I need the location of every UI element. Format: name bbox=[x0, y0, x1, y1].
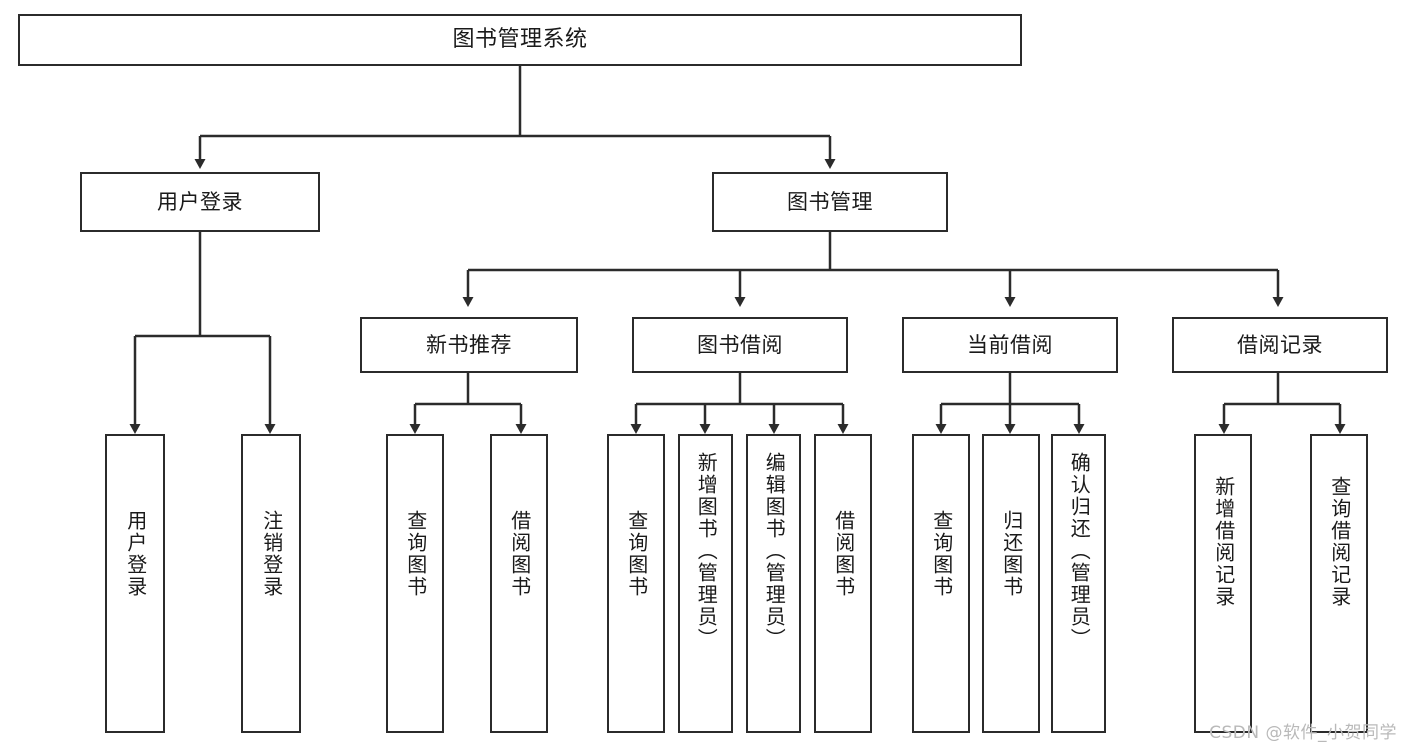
node-label: 归还图书 bbox=[999, 510, 1024, 598]
node-leaf-query-borrow-record[interactable]: 查询借阅记录 bbox=[1310, 434, 1368, 733]
node-leaf-return-book[interactable]: 归还图书 bbox=[982, 434, 1040, 733]
watermark-text: CSDN @软件_小贺同学 bbox=[1209, 723, 1397, 743]
node-leaf-query-book-recommend[interactable]: 查询图书 bbox=[386, 434, 444, 733]
node-label: 借阅图书 bbox=[831, 510, 856, 598]
node-leaf-logout[interactable]: 注销登录 bbox=[241, 434, 301, 733]
node-borrow-record[interactable]: 借阅记录 bbox=[1172, 317, 1388, 373]
node-label: 借阅记录 bbox=[1237, 332, 1323, 357]
node-label: 图书管理系统 bbox=[452, 27, 588, 53]
node-label: 图书借阅 bbox=[697, 332, 783, 357]
node-label: 当前借阅 bbox=[967, 332, 1053, 357]
node-label: 查询图书 bbox=[929, 510, 954, 598]
node-leaf-add-borrow-record[interactable]: 新增借阅记录 bbox=[1194, 434, 1252, 733]
node-current-borrow[interactable]: 当前借阅 bbox=[902, 317, 1118, 373]
node-label: 新增图书（管理员） bbox=[694, 452, 719, 650]
node-book-management[interactable]: 图书管理 bbox=[712, 172, 948, 232]
node-label: 新增借阅记录 bbox=[1211, 476, 1236, 608]
node-leaf-borrow-book[interactable]: 借阅图书 bbox=[814, 434, 872, 733]
node-label: 查询图书 bbox=[403, 510, 428, 598]
node-label: 图书管理 bbox=[787, 189, 873, 214]
node-label: 用户登录 bbox=[123, 510, 148, 598]
node-leaf-add-book-admin[interactable]: 新增图书（管理员） bbox=[678, 434, 733, 733]
node-label: 注销登录 bbox=[259, 510, 284, 598]
node-label: 编辑图书（管理员） bbox=[762, 452, 787, 650]
node-leaf-query-book-borrow[interactable]: 查询图书 bbox=[607, 434, 665, 733]
node-leaf-confirm-return-admin[interactable]: 确认归还（管理员） bbox=[1051, 434, 1106, 733]
node-label: 借阅图书 bbox=[507, 510, 532, 598]
node-leaf-user-login[interactable]: 用户登录 bbox=[105, 434, 165, 733]
node-leaf-edit-book-admin[interactable]: 编辑图书（管理员） bbox=[746, 434, 801, 733]
node-user-login[interactable]: 用户登录 bbox=[80, 172, 320, 232]
node-leaf-borrow-book-recommend[interactable]: 借阅图书 bbox=[490, 434, 548, 733]
node-leaf-query-book-current[interactable]: 查询图书 bbox=[912, 434, 970, 733]
node-book-borrow[interactable]: 图书借阅 bbox=[632, 317, 848, 373]
node-new-book-recommend[interactable]: 新书推荐 bbox=[360, 317, 578, 373]
node-root-system[interactable]: 图书管理系统 bbox=[18, 14, 1022, 66]
node-label: 用户登录 bbox=[157, 189, 243, 214]
node-label: 确认归还（管理员） bbox=[1067, 452, 1092, 650]
node-label: 查询借阅记录 bbox=[1327, 476, 1352, 608]
node-label: 查询图书 bbox=[624, 510, 649, 598]
node-label: 新书推荐 bbox=[426, 332, 512, 357]
